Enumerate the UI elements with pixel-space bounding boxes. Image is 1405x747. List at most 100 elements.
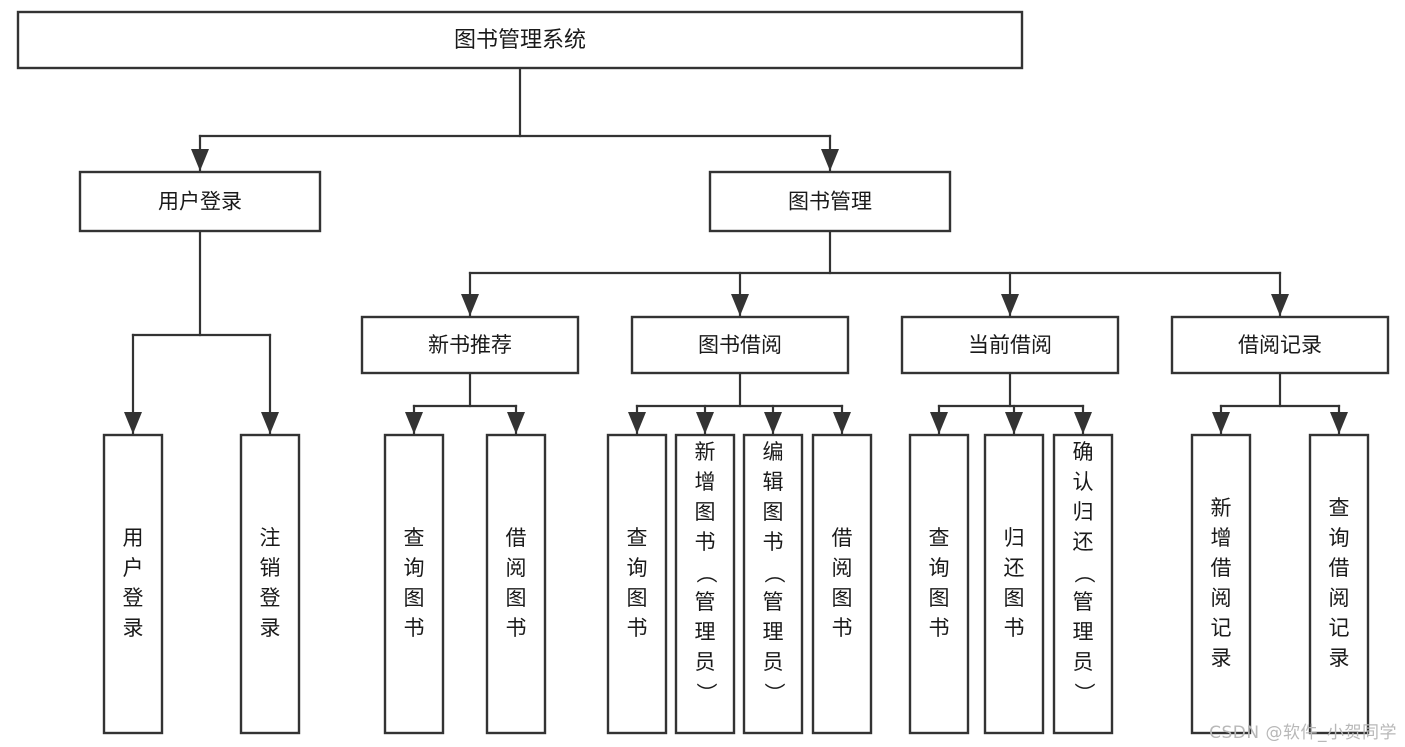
node-label-char: 管 [695, 590, 716, 614]
node-label-char: 员 [1073, 650, 1094, 674]
node-label-char: 书 [627, 616, 648, 640]
node-label-char: 阅 [832, 556, 853, 580]
node-label-char: 图 [832, 586, 853, 610]
node-book-borrow[interactable]: 图书借阅 [630, 315, 850, 375]
node-label-char: 图 [695, 500, 716, 524]
node-box [78, 170, 322, 233]
node-label-char: 书 [695, 530, 716, 554]
arrow-head-icon [461, 294, 479, 316]
arrow-head-icon [1001, 294, 1019, 316]
arrow-head-icon [191, 149, 209, 171]
node-label: 图书借阅 [698, 333, 782, 357]
arrow-head-icon [833, 412, 851, 434]
node-label-char: 归 [1073, 500, 1094, 524]
node-label-char: 询 [1329, 526, 1350, 550]
arrow-head-icon [261, 412, 279, 434]
node-box [1052, 433, 1114, 735]
node-label-char: 查 [627, 526, 648, 550]
node-label-char: 询 [627, 556, 648, 580]
node-label: 用户登录 [158, 190, 242, 214]
node-current-borrow[interactable]: 当前借阅 [900, 315, 1120, 375]
node-label-char: 查 [404, 526, 425, 550]
node-box [102, 433, 164, 735]
arrow-head-icon [930, 412, 948, 434]
node-label-char: 书 [1004, 616, 1025, 640]
arrow-head-icon [1074, 412, 1092, 434]
node-label-char: ） [694, 683, 718, 704]
node-box [630, 315, 850, 375]
node-layer: 图书管理系统用户登录图书管理新书推荐图书借阅当前借阅借阅记录用户登录注销登录查询… [16, 10, 1390, 735]
node-leaf-user-login[interactable]: 用户登录 [102, 433, 164, 735]
node-user-login[interactable]: 用户登录 [78, 170, 322, 233]
node-book-management[interactable]: 图书管理 [708, 170, 952, 233]
node-label-char: 图 [1004, 586, 1025, 610]
node-label-char: 理 [1073, 620, 1094, 644]
node-root-root[interactable]: 图书管理系统 [16, 10, 1024, 70]
node-label-char: 书 [404, 616, 425, 640]
node-label-char: 查 [1329, 496, 1350, 520]
node-label-char: （ [762, 563, 786, 584]
node-label-char: 询 [929, 556, 950, 580]
arrow-head-icon [731, 294, 749, 316]
node-label-char: 辑 [763, 470, 784, 494]
node-borrow-record[interactable]: 借阅记录 [1170, 315, 1390, 375]
node-label-char: 确 [1073, 440, 1094, 464]
arrow-head-icon [1005, 412, 1023, 434]
node-label-char: 记 [1211, 616, 1232, 640]
node-label-char: 录 [1329, 646, 1350, 670]
node-label: 当前借阅 [968, 333, 1052, 357]
arrow-head-icon [405, 412, 423, 434]
node-label-char: ） [1072, 683, 1096, 704]
csdn-watermark: CSDN @软件_小贺同学 [1209, 723, 1397, 743]
node-box [360, 315, 580, 375]
node-label-char: 认 [1073, 470, 1094, 494]
arrow-head-icon [628, 412, 646, 434]
node-label-char: 登 [123, 586, 144, 610]
arrow-head-icon [124, 412, 142, 434]
node-label-char: 销 [260, 556, 281, 580]
node-label-char: 书 [929, 616, 950, 640]
node-label-char: 注 [260, 526, 281, 550]
node-label-char: 借 [1211, 556, 1232, 580]
node-label-char: 阅 [1329, 586, 1350, 610]
arrow-head-icon [1271, 294, 1289, 316]
node-box [908, 433, 970, 735]
node-label-char: 图 [506, 586, 527, 610]
node-label-char: 查 [929, 526, 950, 550]
node-label-char: 阅 [506, 556, 527, 580]
arrow-head-icon [821, 149, 839, 171]
node-label-char: 图 [929, 586, 950, 610]
node-label-char: 新 [1211, 496, 1232, 520]
node-label-char: 书 [506, 616, 527, 640]
node-box [1170, 315, 1390, 375]
node-label-char: 编 [763, 440, 784, 464]
node-label-char: 图 [404, 586, 425, 610]
node-label-char: 借 [832, 526, 853, 550]
node-new-book-recommend[interactable]: 新书推荐 [360, 315, 580, 375]
node-label-char: 借 [506, 526, 527, 550]
node-label-char: 记 [1329, 616, 1350, 640]
node-label-char: 理 [763, 620, 784, 644]
node-label: 图书管理系统 [454, 28, 586, 53]
node-label-char: 管 [1073, 590, 1094, 614]
arrow-head-icon [696, 412, 714, 434]
node-label-char: 还 [1073, 530, 1094, 554]
node-label-char: 用 [123, 526, 144, 550]
node-label-char: 归 [1004, 526, 1025, 550]
node-label-char: 登 [260, 586, 281, 610]
node-label-char: 员 [763, 650, 784, 674]
